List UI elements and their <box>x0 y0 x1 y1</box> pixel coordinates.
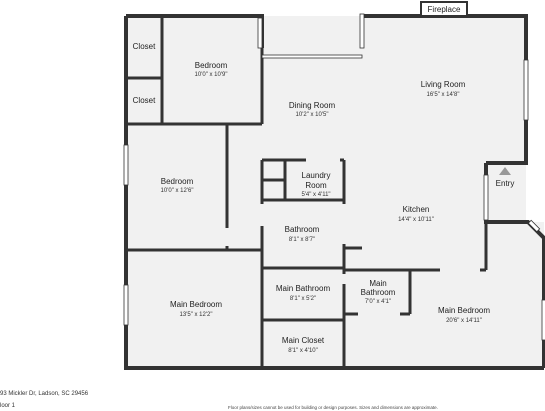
door-openings <box>225 122 480 316</box>
room-name: Main Bedroom <box>438 306 490 315</box>
fireplace-label: Fireplace <box>428 5 461 14</box>
room-labels: Closet Closet Bedroom 10'0" x 10'9" Dini… <box>133 42 491 354</box>
room-kitchen: Kitchen 14'4" x 10'11" <box>398 205 434 223</box>
entry-marker: Entry <box>496 167 515 188</box>
room-dimensions: 8'1" x 4'10" <box>288 348 318 354</box>
room-name: Room <box>305 181 327 190</box>
property-address: 93 Mickler Dr, Ladson, SC 29456 <box>0 391 89 397</box>
room-name: Main Bedroom <box>170 300 222 309</box>
entry-arrow-icon <box>499 167 511 175</box>
room-dimensions: 5'4" x 4'11" <box>301 192 330 198</box>
room-name: Bathroom <box>285 225 320 234</box>
fireplace: Fireplace <box>420 1 468 17</box>
room-name: Main Closet <box>282 336 325 345</box>
room-living: Living Room 16'5" x 14'8" <box>421 80 466 98</box>
room-name: Dining Room <box>289 101 336 110</box>
room-main-bathroom-right: Main Bathroom 7'0" x 4'1" <box>361 279 396 305</box>
entry-label: Entry <box>496 179 515 188</box>
room-dimensions: 10'2" x 10'5" <box>296 112 329 118</box>
room-main-closet: Main Closet 8'1" x 4'10" <box>282 336 325 354</box>
room-bedroom-middle: Bedroom 10'0" x 12'6" <box>161 177 194 194</box>
room-name: Main <box>369 279 386 288</box>
room-dimensions: 14'4" x 10'11" <box>398 217 434 223</box>
room-dimensions: 8'1" x 8'7" <box>289 237 315 243</box>
room-name: Closet <box>133 42 156 51</box>
room-dimensions: 7'0" x 4'1" <box>365 299 391 305</box>
room-dining: Dining Room 10'2" x 10'5" <box>289 101 336 118</box>
room-dimensions: 10'0" x 12'6" <box>161 188 194 194</box>
room-dimensions: 8'1" x 5'2" <box>290 296 316 302</box>
room-laundry: Laundry Room 5'4" x 4'11" <box>301 171 330 198</box>
room-name: Living Room <box>421 80 466 89</box>
room-bedroom-upper: Bedroom 10'0" x 10'9" <box>195 61 228 78</box>
room-dimensions: 20'6" x 14'11" <box>446 318 482 324</box>
room-main-bedroom-left: Main Bedroom 13'5" x 12'2" <box>170 300 222 318</box>
room-dimensions: 10'0" x 10'9" <box>195 72 228 78</box>
room-name: Bedroom <box>161 177 194 186</box>
room-main-bathroom-left: Main Bathroom 8'1" x 5'2" <box>276 284 331 302</box>
room-dimensions: 16'5" x 14'8" <box>427 92 460 98</box>
room-name: Kitchen <box>403 205 430 214</box>
floor-label: loor 1 <box>0 403 16 409</box>
room-closet-lower: Closet <box>133 96 156 105</box>
floor-area <box>126 16 544 368</box>
room-name: Bedroom <box>195 61 228 70</box>
room-closet-upper: Closet <box>133 42 156 51</box>
room-main-bedroom-right: Main Bedroom 20'6" x 14'11" <box>438 306 490 324</box>
windows <box>123 13 545 341</box>
room-name: Laundry <box>302 171 331 180</box>
room-bathroom: Bathroom 8'1" x 8'7" <box>285 225 320 243</box>
room-dimensions: 13'5" x 12'2" <box>180 312 213 318</box>
disclaimer: Floor plans/sizes cannot be used for bui… <box>228 405 438 410</box>
room-name: Closet <box>133 96 156 105</box>
room-name: Bathroom <box>361 288 396 297</box>
room-name: Main Bathroom <box>276 284 331 293</box>
